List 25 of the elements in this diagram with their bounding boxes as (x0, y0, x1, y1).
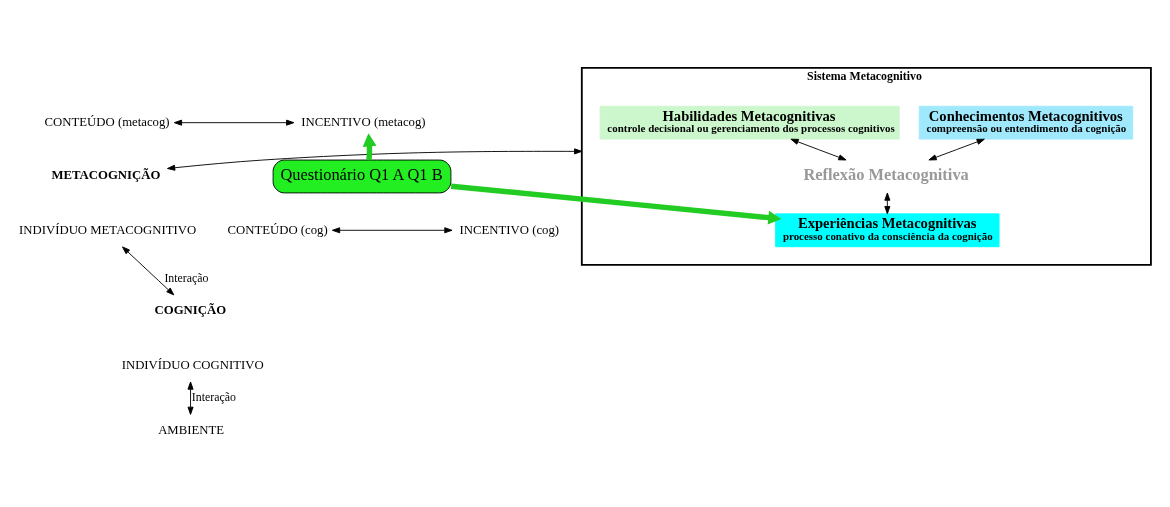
node-box: Experiências Metacognitivas processo conativo da consciência da cognição (775, 212, 1000, 247)
node-text: INDIVÍDUO COGNITIVO (121, 357, 264, 372)
node-text: CONTEÚDO (metacog) (44, 114, 170, 129)
edge-label: Interação (164, 270, 209, 285)
arrow (884, 192, 891, 214)
arrow (122, 245, 175, 295)
arrow (928, 138, 985, 160)
arrow (331, 226, 453, 233)
node-box: Habilidades Metacognitivas controle decisional ou gerenciamento dos processos cognitivos (599, 105, 900, 140)
node-text: Reflexão Metacognitiva (803, 164, 969, 184)
node-text: INCENTIVO (metacog) (301, 114, 426, 129)
edge-label: Interação (191, 389, 236, 404)
node-text: AMBIENTE (158, 422, 225, 437)
node-text: METACOGNIÇÃO (51, 167, 161, 182)
arrow (167, 147, 583, 171)
node-text: CONTEÚDO (cog) (227, 222, 328, 237)
arrow (187, 381, 194, 415)
node-box: Questionário Q1 A Q1 B (272, 159, 452, 193)
arrow (790, 138, 847, 160)
node-text: COGNIÇÃO (154, 302, 227, 317)
node-box: Conhecimentos Metacognitivos compreensão ou entendimento da cognição (918, 105, 1134, 140)
arrow (450, 183, 782, 224)
arrow (173, 119, 295, 126)
node-text: INDIVÍDUO METACOGNITIVO (19, 222, 197, 237)
node-text: INCENTIVO (cog) (459, 222, 560, 237)
